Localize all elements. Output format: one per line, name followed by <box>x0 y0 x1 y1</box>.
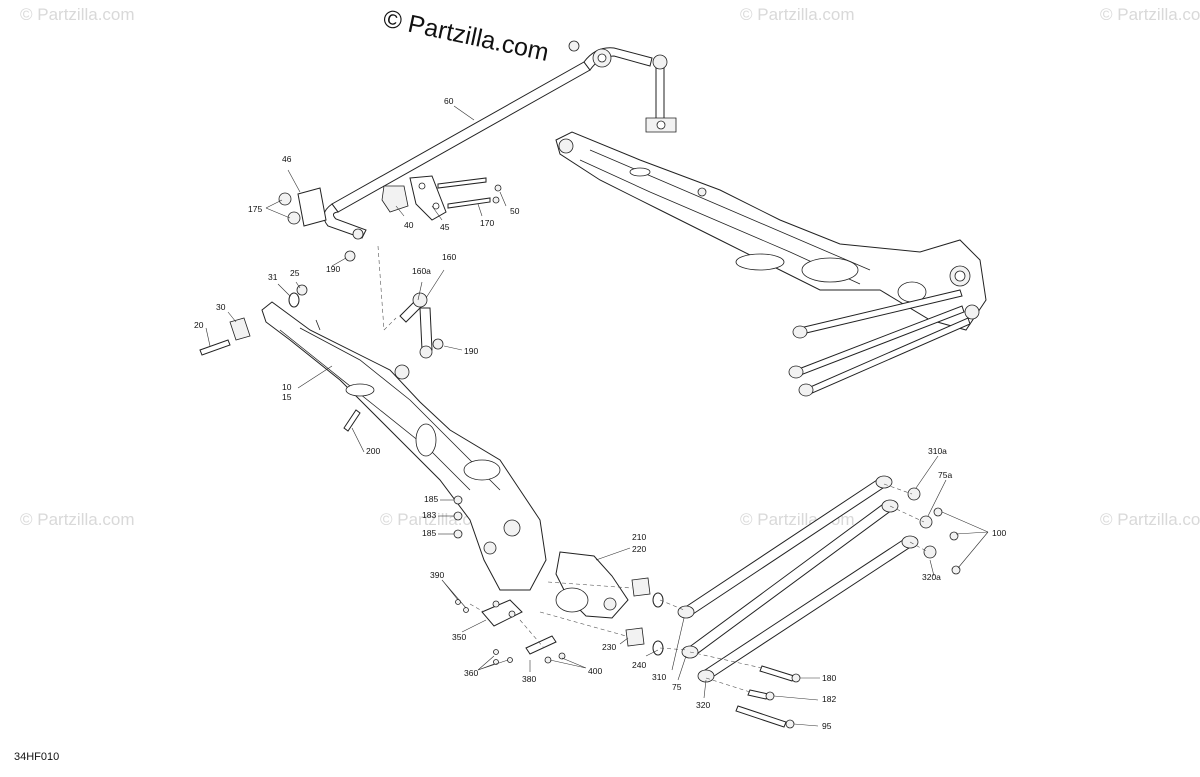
callout-310a: 310a <box>928 446 947 456</box>
trailing-arm-right[interactable] <box>555 131 987 331</box>
watermark-7: © Partzilla.com <box>1100 510 1200 529</box>
callout-320a: 320a <box>922 572 941 582</box>
callout-170: 170 <box>480 218 494 228</box>
bolts-170[interactable] <box>437 177 502 209</box>
callout-220: 220 <box>632 544 646 554</box>
bolt-200[interactable] <box>343 409 361 432</box>
control-rods-left[interactable] <box>677 475 919 683</box>
watermark-1: © Partzilla.com <box>20 5 135 24</box>
callout-46: 46 <box>282 154 292 164</box>
callout-210: 210 <box>632 532 646 542</box>
sway-bar[interactable] <box>323 47 653 240</box>
callout-100: 100 <box>992 528 1006 538</box>
nuts-100[interactable] <box>949 531 961 575</box>
callout-25: 25 <box>290 268 300 278</box>
watermark-4: © Partzilla.com <box>20 510 135 529</box>
callout-175: 175 <box>248 204 262 214</box>
control-links-right[interactable] <box>788 289 971 397</box>
callout-50: 50 <box>510 206 520 216</box>
callout-31: 31 <box>268 272 278 282</box>
nut-190-top[interactable] <box>344 250 356 262</box>
leader-lines <box>205 105 989 727</box>
callout-400: 400 <box>588 666 602 676</box>
watermark-2: © Partzilla.com <box>740 5 855 24</box>
brand-logo: © Partzilla.com <box>381 4 552 66</box>
callout-75a: 75a <box>938 470 952 480</box>
callout-190-mid: 190 <box>464 346 478 356</box>
nut-25[interactable] <box>296 284 308 296</box>
callout-310: 310 <box>652 672 666 682</box>
bracket-350[interactable] <box>481 599 523 627</box>
nuts-185-183[interactable] <box>453 495 463 539</box>
callout-190-top: 190 <box>326 264 340 274</box>
diagram-code: 34HF010 <box>14 751 60 763</box>
callout-183: 183 <box>422 510 436 520</box>
plate-46[interactable] <box>278 187 327 227</box>
callout-160: 160 <box>442 252 456 262</box>
callout-350: 350 <box>452 632 466 642</box>
bolt-20[interactable] <box>199 339 231 356</box>
callout-labels: 60 46 175 40 45 170 50 190 160a 160 31 2… <box>194 96 1006 731</box>
callout-240: 240 <box>632 660 646 670</box>
callout-320: 320 <box>696 700 710 710</box>
callout-15: 15 <box>282 392 292 402</box>
bushings-310a-320a[interactable] <box>907 487 943 559</box>
callout-185-b: 185 <box>422 528 436 538</box>
callout-185-a: 185 <box>424 494 438 504</box>
sway-bar-link-left[interactable] <box>399 292 444 359</box>
assembly-lines <box>469 483 929 693</box>
callout-45: 45 <box>440 222 450 232</box>
callout-10: 10 <box>282 382 292 392</box>
callout-75: 75 <box>672 682 682 692</box>
callout-60: 60 <box>444 96 454 106</box>
callout-182: 182 <box>822 694 836 704</box>
callout-20: 20 <box>194 320 204 330</box>
watermarks: © Partzilla.com © Partzilla.com © Partzi… <box>20 5 1200 529</box>
plate-380[interactable] <box>525 635 557 655</box>
watermark-3: © Partzilla.com <box>1100 5 1200 24</box>
sway-bar-bushing-bracket[interactable] <box>381 175 447 221</box>
callout-160a: 160a <box>412 266 431 276</box>
fasteners-390-360-400[interactable] <box>455 599 566 665</box>
callout-200: 200 <box>366 446 380 456</box>
bushing-230[interactable] <box>625 577 664 656</box>
bushing-30[interactable] <box>229 317 251 341</box>
callout-180: 180 <box>822 673 836 683</box>
callout-230: 230 <box>602 642 616 652</box>
bolts-180-182-95[interactable] <box>735 665 801 729</box>
brand-text: © Partzilla.com <box>381 4 552 66</box>
trailing-arm-left[interactable] <box>261 301 547 591</box>
callout-390: 390 <box>430 570 444 580</box>
callout-360: 360 <box>464 668 478 678</box>
callout-95: 95 <box>822 721 832 731</box>
sway-bar-link-right[interactable] <box>568 40 677 133</box>
callout-380: 380 <box>522 674 536 684</box>
washer-31[interactable] <box>288 292 300 308</box>
callout-30: 30 <box>216 302 226 312</box>
callout-40: 40 <box>404 220 414 230</box>
